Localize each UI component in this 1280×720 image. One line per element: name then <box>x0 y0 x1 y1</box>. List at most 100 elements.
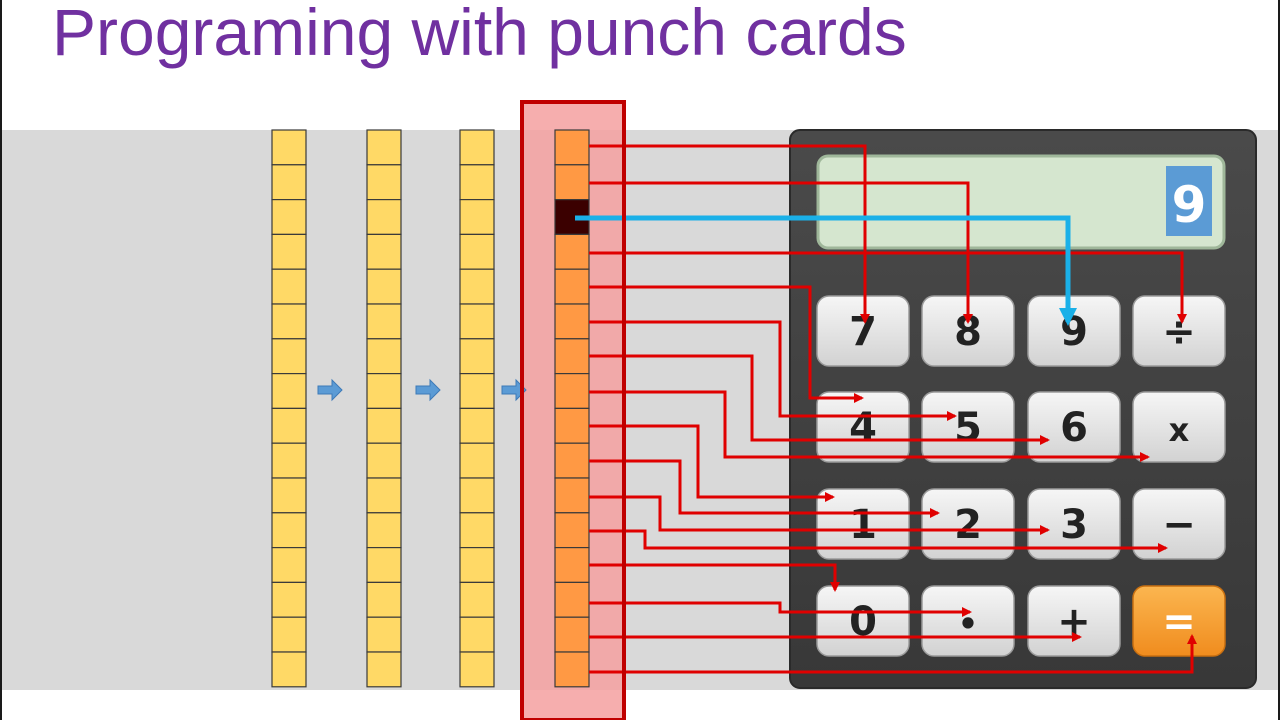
card-hole <box>554 338 590 375</box>
card-hole <box>554 442 590 479</box>
card-hole <box>271 268 307 305</box>
display-value: 9 <box>1172 176 1207 234</box>
wire <box>589 144 870 324</box>
card-hole <box>271 233 307 270</box>
card-hole <box>271 407 307 444</box>
card-hole <box>366 651 402 688</box>
card-hole <box>554 512 590 549</box>
card-hole <box>366 164 402 201</box>
calculator-key: 9 <box>1027 295 1121 367</box>
card-hole <box>271 373 307 410</box>
card-hole <box>366 233 402 270</box>
card-column <box>554 129 590 688</box>
key-face <box>1027 488 1121 560</box>
key-face <box>1132 488 1226 560</box>
right-border <box>1278 0 1280 720</box>
key-label: 4 <box>849 405 877 451</box>
calculator-key: 0 <box>816 585 910 657</box>
wire <box>589 634 1197 674</box>
card-hole <box>366 199 402 236</box>
key-face <box>921 488 1015 560</box>
card-hole <box>459 164 495 201</box>
card-hole <box>366 373 402 410</box>
card-hole <box>271 581 307 618</box>
card-hole <box>366 338 402 375</box>
key-label: 1 <box>849 502 877 548</box>
calculator-key: = <box>1132 585 1226 657</box>
key-label: 3 <box>1060 502 1088 548</box>
wire <box>589 601 972 617</box>
card-hole <box>271 477 307 514</box>
key-label: 7 <box>849 309 877 355</box>
punch-card-columns <box>271 129 590 688</box>
key-label: 6 <box>1060 405 1088 451</box>
card-hole <box>271 199 307 236</box>
card-hole <box>366 442 402 479</box>
card-hole <box>271 546 307 583</box>
calculator-key: 2 <box>921 488 1015 560</box>
calculator-key: 3 <box>1027 488 1121 560</box>
card-hole <box>366 477 402 514</box>
wire <box>589 424 835 502</box>
wire <box>589 459 940 518</box>
calculator-display <box>816 154 1226 250</box>
key-face <box>1027 391 1121 463</box>
card-hole <box>366 268 402 305</box>
card-hole <box>554 233 590 270</box>
key-face <box>816 391 910 463</box>
card-hole <box>554 581 590 618</box>
card-hole <box>366 129 402 166</box>
calculator-key: ÷ <box>1132 295 1226 367</box>
card-hole <box>271 303 307 340</box>
key-face <box>816 488 910 560</box>
calculator-key: 6 <box>1027 391 1121 463</box>
active-card-frame <box>520 100 626 720</box>
key-face <box>1132 295 1226 367</box>
card-hole <box>554 477 590 514</box>
card-hole <box>271 129 307 166</box>
card-hole <box>366 546 402 583</box>
calculator-key: • <box>921 585 1015 657</box>
calculator-key: − <box>1132 488 1226 560</box>
wire <box>589 563 840 592</box>
card-hole <box>366 407 402 444</box>
card-hole <box>459 407 495 444</box>
card-hole <box>271 164 307 201</box>
wire <box>589 529 1168 553</box>
key-label: 9 <box>1060 309 1088 355</box>
wire <box>589 251 1187 324</box>
card-column <box>459 129 495 688</box>
calculator-key: 4 <box>816 391 910 463</box>
card-hole <box>366 303 402 340</box>
card-hole <box>554 164 590 201</box>
card-hole <box>554 407 590 444</box>
card-hole <box>459 268 495 305</box>
card-hole <box>459 338 495 375</box>
wire <box>589 390 1150 462</box>
wire <box>589 320 957 421</box>
card-hole <box>459 477 495 514</box>
key-label: ÷ <box>1162 309 1196 355</box>
wire <box>589 354 1050 445</box>
card-hole <box>366 581 402 618</box>
card-hole <box>459 651 495 688</box>
card-hole <box>459 616 495 653</box>
calculator-key: + <box>1027 585 1121 657</box>
calculator-key: 5 <box>921 391 1015 463</box>
card-hole <box>366 616 402 653</box>
card-hole <box>554 303 590 340</box>
card-hole <box>554 373 590 410</box>
card-hole <box>459 129 495 166</box>
key-label: − <box>1162 502 1196 548</box>
key-face <box>1027 295 1121 367</box>
card-column <box>366 129 402 688</box>
key-label: 2 <box>954 502 982 548</box>
card-hole <box>459 512 495 549</box>
card-hole <box>459 581 495 618</box>
card-hole <box>271 512 307 549</box>
key-label: 5 <box>954 405 982 451</box>
card-advance-arrows <box>317 378 527 402</box>
key-face <box>1132 585 1226 657</box>
calculator-key: x <box>1132 391 1226 463</box>
